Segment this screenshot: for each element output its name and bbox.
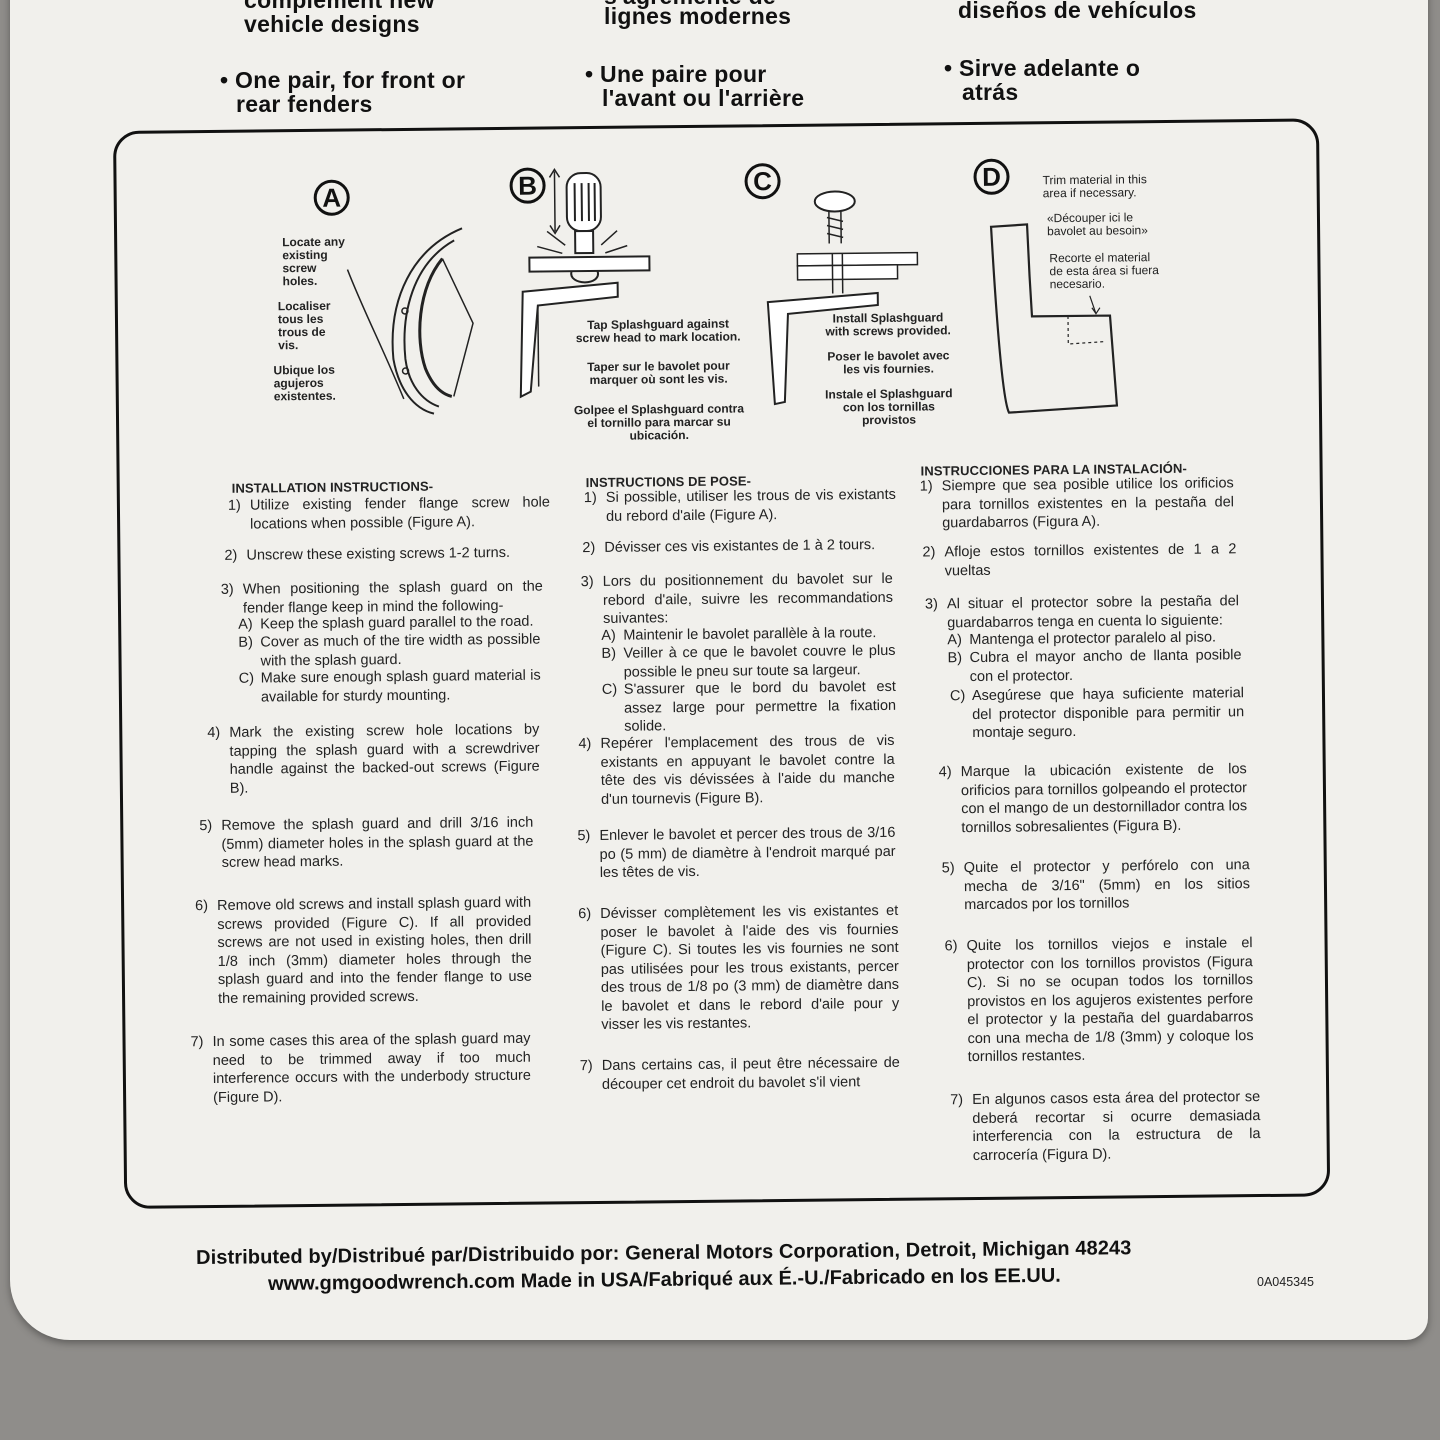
feature-fr-line2: lignes modernes <box>604 3 792 29</box>
fr-step-4: 4)Repérer l'emplacement des trous de vis… <box>578 732 895 808</box>
fr-step-7: 7)Dans certains cas, il peut être nécess… <box>579 1054 900 1093</box>
en-step-3c: C)Make sure enough splash guard material… <box>238 667 541 705</box>
en-step-3b: B)Cover as much of the tire width as pos… <box>238 631 541 669</box>
fr-step-3: 3)Lors du positionnement du bavolet sur … <box>580 570 894 627</box>
en-step-2: 2)Unscrew these existing screws 1-2 turn… <box>224 544 511 564</box>
figure-d-label: D <box>973 158 1010 195</box>
fr-step-3c: C)S'assurer que le bord du bavolet est a… <box>601 678 897 735</box>
en-step-1: 1)Utilize existing fender flange screw h… <box>227 494 550 533</box>
figure-a-label: A <box>313 179 350 216</box>
es-step-2: 2)Afloje estos tornillos existentes de 1… <box>922 541 1237 579</box>
feature-en-line1: complement new <box>244 0 435 13</box>
fender-illustration <box>346 227 474 415</box>
feature-en-bullet-line1: One pair, for front or <box>235 67 466 93</box>
splashguard-trim-illustration <box>989 223 1119 414</box>
screwdriver-illustration <box>519 167 651 399</box>
en-step-5: 5)Remove the splash guard and drill 3/16… <box>199 814 534 871</box>
es-step-4: 4)Marque la ubicación existente de los o… <box>938 761 1248 836</box>
bullet-fr: • Une paire pour <box>585 61 767 87</box>
bullet-en: • One pair, for front or <box>220 67 466 93</box>
feature-fr-bullet-line2: l'avant ou l'arrière <box>602 85 805 111</box>
fr-step-6: 6)Dévisser complètement les vis existant… <box>578 902 900 1033</box>
feature-es-line2: diseños de vehículos <box>958 0 1197 23</box>
en-step-3: 3)When positioning the splash guard on t… <box>220 578 543 617</box>
instructions-en-heading: INSTALLATION INSTRUCTIONS- <box>231 478 434 496</box>
es-step-3c: C)Asegúrese que haya suficiente material… <box>949 685 1245 742</box>
es-step-3b: B)Cubra el mayor ancho de llanta posible… <box>947 647 1242 685</box>
es-step-7: 7)En algunos casos esta área del protect… <box>950 1089 1261 1164</box>
es-step-1: 1)Siempre que sea posible utilice los or… <box>919 475 1235 532</box>
feature-en-bullet-line2: rear fenders <box>236 91 373 117</box>
feature-fr-line1: s'agrémente de <box>604 0 776 8</box>
es-step-5: 5)Quite el protector y perfórelo con una… <box>941 857 1251 914</box>
bullet-es: • Sirve adelante o <box>944 55 1141 81</box>
feature-es-bullet-line2: atrás <box>962 79 1019 105</box>
fr-step-3b: B)Veiller à ce que le bavolet couvre le … <box>601 642 896 681</box>
fr-step-5: 5)Enlever le bavolet et percer des trous… <box>577 824 896 881</box>
splashguard-install-illustration <box>766 190 919 406</box>
part-number: 0A045345 <box>1257 1275 1315 1289</box>
feature-fr-bullet-line1: Une paire pour <box>600 61 767 87</box>
en-step-6: 6)Remove old screws and install splash g… <box>195 894 532 1007</box>
es-step-3: 3)Al situar el protector sobre la pestañ… <box>924 593 1240 631</box>
en-step-4: 4)Mark the existing screw hole locations… <box>207 721 540 797</box>
feature-en-line2: vehicle designs <box>244 11 420 37</box>
feature-es-bullet-line1: Sirve adelante o <box>959 55 1141 81</box>
feature-bullets: complement new vehicle designs • One pai… <box>10 0 1428 120</box>
es-step-6: 6)Quite los tornillos viejos e instale e… <box>944 935 1254 1066</box>
fr-step-1: 1)Si possible, utiliser les trous de vis… <box>583 486 896 525</box>
fr-step-2: 2)Dévisser ces vis existantes de 1 à 2 t… <box>582 537 876 557</box>
instruction-card: complement new vehicle designs • One pai… <box>10 0 1428 1340</box>
en-step-7: 7)In some cases this area of the splash … <box>190 1030 531 1106</box>
